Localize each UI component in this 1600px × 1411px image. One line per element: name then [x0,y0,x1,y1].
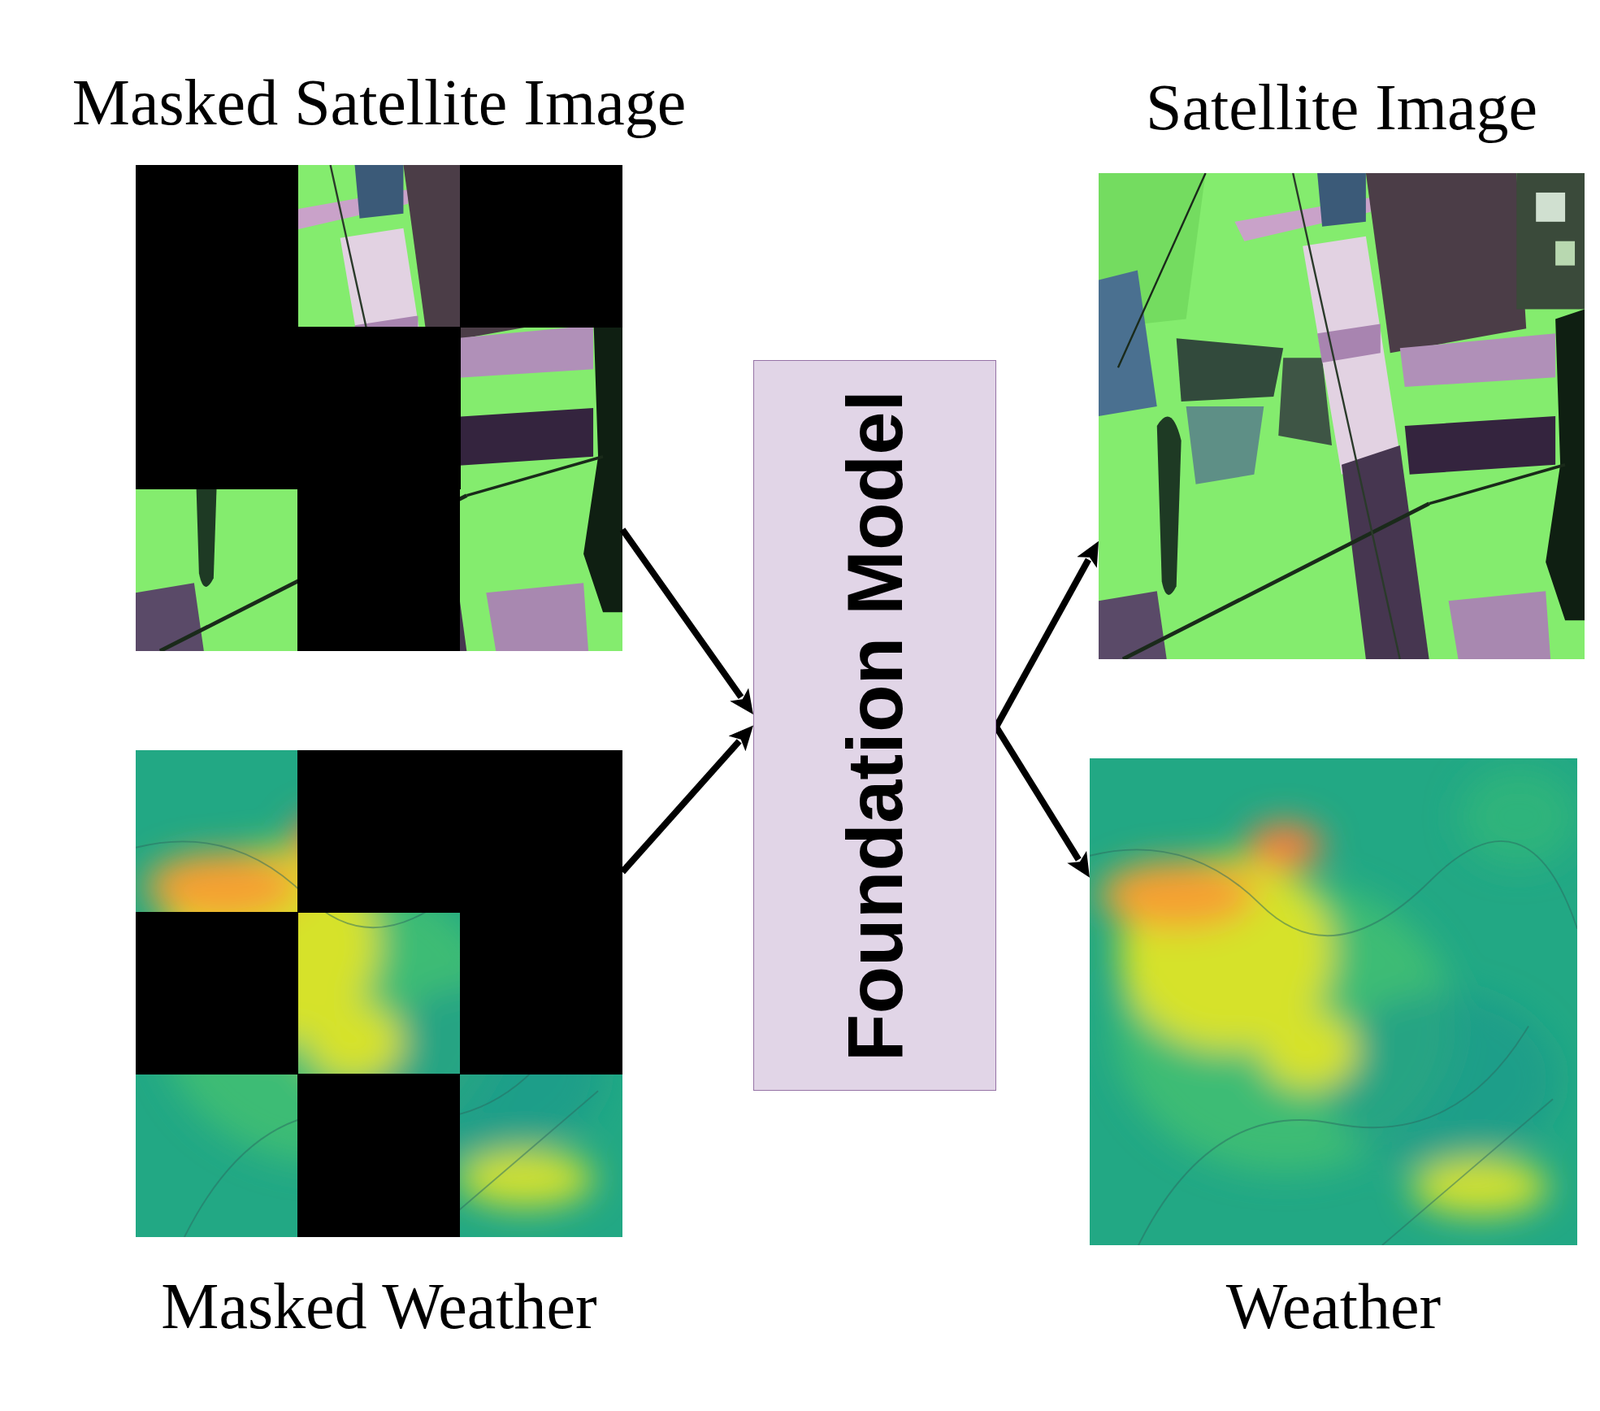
satellite-picture [1098,173,1585,660]
connector-arrow [622,741,740,872]
mask-patch [459,164,623,328]
image-panel: Weather [1089,758,1578,1245]
mask-patch [135,164,299,328]
mask-patch [459,911,623,1075]
model-label: Foundation Model [832,389,919,1062]
weather-picture [135,750,623,1237]
connector-arrow [622,529,742,698]
weather-picture [1089,758,1578,1245]
mask-patch [135,911,299,1075]
masked-weather-picture [135,750,623,1237]
mask-patch [297,1073,460,1237]
panel-heading: Weather [1226,1270,1442,1342]
mask-patch [297,750,623,913]
mask-patch [135,326,461,490]
panel-heading: Satellite Image [1145,71,1538,144]
satellite-picture [135,164,623,651]
panel-heading: Masked Weather [160,1270,597,1342]
connector-arrow [996,726,1079,859]
panel-heading: Masked Satellite Image [72,66,686,139]
model-box: Foundation Model [753,359,997,1091]
connector-arrow [996,559,1089,727]
image-panel: Masked Satellite Image [135,164,623,651]
masked-satellite-picture [135,164,623,651]
image-panel: Satellite Image [1098,173,1585,660]
mask-patch [297,488,460,651]
image-panel: Masked Weather [135,750,623,1237]
